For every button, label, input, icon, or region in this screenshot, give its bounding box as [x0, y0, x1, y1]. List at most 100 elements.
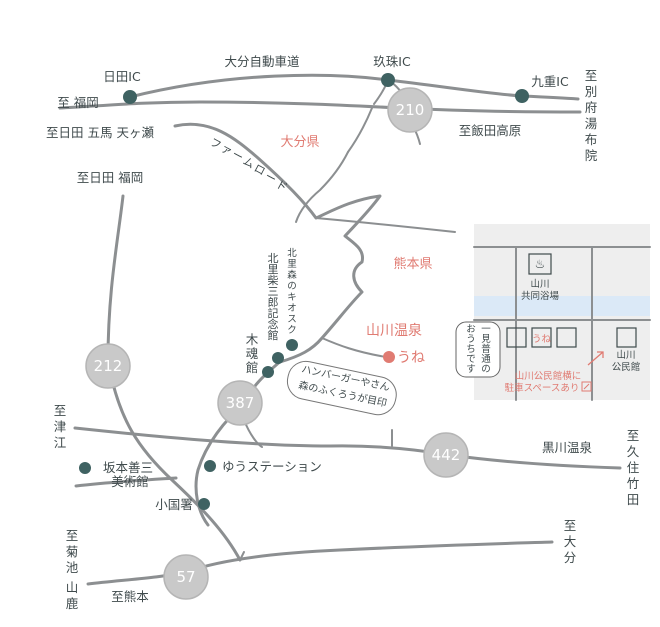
oita-prefecture-label: 大分県 [280, 135, 319, 150]
farm-road [173, 122, 382, 364]
route-number: 442 [432, 446, 461, 464]
svg-text:ム: ム [241, 155, 257, 172]
svg-text:山: 山 [66, 580, 79, 595]
to-oita-label: 至 大 分 [564, 518, 577, 565]
bubble-shape [286, 360, 397, 416]
svg-text:鹿: 鹿 [66, 596, 79, 611]
branch-to-farm-road [347, 107, 373, 153]
to-beppu-yufuin-label: 至 別 府 湯 布 院 [585, 68, 598, 163]
svg-text:ー: ー [263, 170, 279, 187]
svg-text:北: 北 [268, 252, 279, 265]
hita-ic-label: 日田IC [103, 69, 141, 84]
svg-text:キ: キ [287, 292, 297, 303]
community-hall-label-2: 公民館 [612, 361, 641, 373]
note-char: う [466, 334, 476, 345]
note-char: 通 [481, 354, 491, 365]
to-kikuchi-yamaga-label: 至 菊 池 山 鹿 [66, 528, 79, 611]
svg-text:至: 至 [627, 428, 640, 443]
route-number: 212 [94, 357, 123, 375]
to-tsue-label: 至 津 江 [54, 403, 67, 450]
svg-text:柴: 柴 [268, 273, 279, 287]
route-badge-442: 442 [423, 432, 469, 478]
svg-text:江: 江 [54, 435, 67, 450]
to-hita-gouma-amagase-label: 至日田 五馬 天ヶ瀬 [46, 125, 154, 140]
route-number: 210 [396, 101, 425, 119]
kiosk-marker[interactable] [286, 339, 298, 351]
house-building [556, 327, 577, 348]
sakamoto-road [74, 476, 178, 488]
svg-text:院: 院 [585, 148, 598, 163]
parking-note-1: 山川公民館横に [515, 370, 582, 382]
svg-text:森: 森 [287, 269, 297, 281]
une-building [531, 327, 552, 348]
route-57 [86, 540, 554, 586]
svg-text:至: 至 [585, 68, 598, 83]
side-road [239, 551, 245, 561]
svg-text:久: 久 [627, 444, 640, 459]
kodama-marker[interactable] [262, 366, 274, 378]
farm-road-label: フ ァ ー ム ロ ー ド [208, 136, 290, 195]
bathhouse-label-2: 共同浴場 [521, 290, 560, 302]
svg-text:ロ: ロ [252, 162, 268, 179]
route-number: 387 [226, 394, 255, 412]
svg-text:住: 住 [627, 460, 640, 475]
house-building [506, 327, 527, 348]
une-label: うね [397, 350, 425, 366]
note-char: で [466, 354, 476, 365]
route-badge-212: 212 [85, 343, 131, 389]
sakamoto-museum-marker[interactable] [79, 462, 91, 474]
parking-note-2: 駐車スペースあり [505, 382, 580, 394]
to-fukuoka-label: 至 福岡 [57, 95, 98, 110]
roads [58, 73, 622, 586]
note-char: お [466, 324, 476, 335]
river [474, 296, 650, 316]
svg-text:至: 至 [54, 403, 67, 418]
svg-text:念: 念 [268, 317, 279, 331]
svg-text:府: 府 [585, 100, 598, 115]
kusu-ic-marker[interactable] [381, 73, 395, 87]
svg-text:ド: ド [274, 178, 290, 195]
route-badge-210: 210 [387, 87, 433, 133]
bathhouse-label-1: 山川 [530, 279, 549, 290]
kitasato-memorial-marker[interactable] [272, 352, 284, 364]
svg-text:オ: オ [287, 303, 297, 314]
bathhouse-building [528, 253, 552, 275]
you-station-marker[interactable] [204, 460, 216, 472]
svg-text:ァ: ァ [219, 142, 235, 159]
burger-shop-bubble: ハンバーガーやさん 森のふくろうが目印 [286, 360, 397, 416]
sakamoto-museum-label-2: 美術館 [111, 474, 149, 489]
to-kusu-taketa-label: 至 久 住 竹 田 [627, 428, 640, 507]
to-hita-fukuoka-label: 至日田 福岡 [77, 170, 143, 185]
svg-text:魂: 魂 [246, 346, 259, 361]
svg-text:北: 北 [287, 248, 297, 259]
svg-text:ク: ク [287, 325, 297, 336]
une-marker[interactable] [383, 351, 395, 363]
svg-text:ス: ス [287, 314, 297, 325]
svg-text:別: 別 [585, 84, 598, 99]
route-387 [194, 358, 284, 527]
svg-text:湯: 湯 [585, 116, 598, 131]
svg-text:津: 津 [54, 419, 67, 434]
route-210 [58, 100, 582, 114]
note-char: 見 [481, 334, 491, 345]
community-hall-label-1: 山川 [616, 350, 635, 361]
svg-text:田: 田 [627, 492, 640, 507]
oguni-police-marker[interactable] [198, 498, 210, 510]
yamagawa-onsen-label: 山川温泉 [366, 322, 422, 339]
kokonoe-ic-marker[interactable] [515, 89, 529, 103]
kurokawa-onsen-label: 黒川温泉 [542, 440, 593, 455]
kitasato-memorial-label: 北 里 柴 三 郎 記 念 館 [268, 252, 279, 342]
side-road [295, 151, 349, 223]
you-station-label: ゆうステーション [222, 459, 322, 474]
svg-text:里: 里 [268, 263, 279, 276]
hita-ic-marker[interactable] [123, 90, 137, 104]
to-kumamoto-label: 至熊本 [111, 589, 149, 604]
note-text: 一 見 普 通 の お う ち で す [466, 324, 491, 375]
svg-text:里: 里 [287, 259, 297, 270]
svg-text:至: 至 [66, 528, 79, 543]
inset-map: ♨ 山川 共同浴場 うね 山川 公民館 一 見 普 通 の お う ち で す … [455, 224, 651, 401]
onsen-icon: ♨ [535, 257, 546, 271]
oguni-police-label: 小国署 [155, 497, 193, 512]
note-char: の [481, 364, 491, 375]
svg-text:三: 三 [268, 285, 279, 298]
